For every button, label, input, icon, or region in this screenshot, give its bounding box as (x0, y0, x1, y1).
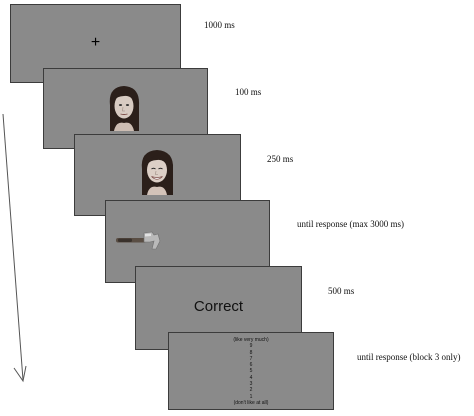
face-neutral-photo (109, 86, 140, 131)
hammer-image (116, 231, 161, 250)
scale-level: 2 (249, 387, 253, 394)
feedback-text: Correct (193, 298, 244, 315)
scale-level: 5 (249, 368, 253, 375)
scale-level: 3 (249, 381, 253, 388)
timing-label-3: 250 ms (267, 154, 294, 164)
scale-level: 1 (249, 393, 253, 400)
face-smiling-photo (141, 150, 174, 195)
timing-label-1: 1000 ms (204, 20, 235, 30)
fixation-cross: + (90, 34, 101, 51)
screen-rating-scale: (like very much) 9 8 7 6 5 4 3 2 1 (don'… (168, 332, 334, 410)
scale-level: 4 (249, 374, 253, 381)
timing-label-6: until response (block 3 only) (357, 352, 461, 362)
scale-level: 9 (249, 343, 253, 350)
timing-label-4: until response (max 3000 ms) (297, 219, 404, 229)
rating-scale: (like very much) 9 8 7 6 5 4 3 2 1 (don'… (169, 337, 333, 406)
timing-label-2: 100 ms (235, 87, 262, 97)
timing-label-5: 500 ms (328, 286, 355, 296)
scale-bottom-label: (don't like at all) (233, 399, 269, 406)
scale-top-label: (like very much) (233, 337, 269, 343)
scale-level: 6 (249, 362, 253, 369)
scale-level: 7 (249, 355, 253, 362)
scale-level: 8 (249, 349, 253, 356)
time-arrow-icon (2, 113, 27, 383)
